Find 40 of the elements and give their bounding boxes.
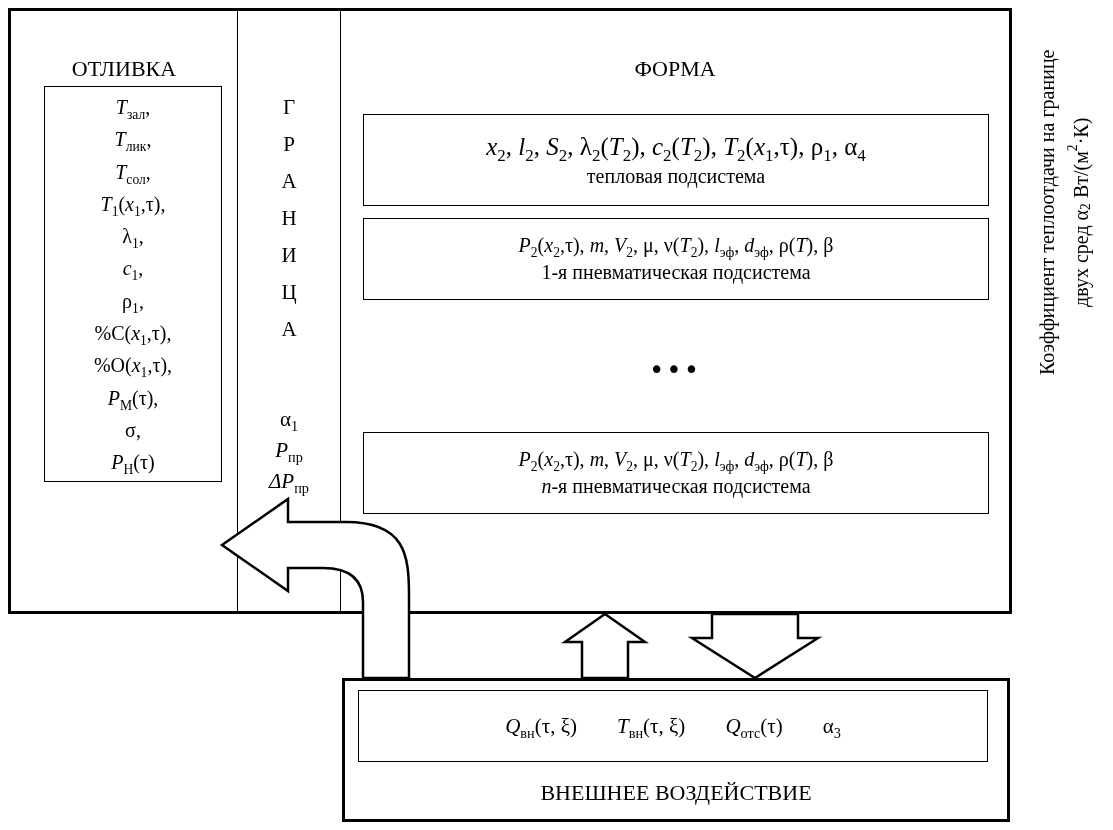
system-frame: [8, 8, 1012, 614]
parameter-box: [358, 690, 988, 762]
parameter-text: α$_{1}$: [279, 406, 299, 435]
subsystem-name: n-я пневматическая подсистема: [541, 474, 811, 500]
parameter-text: P$_{2}$(x$_{2}$,τ), m, V$_{2}$, μ, ν(T$_{2}$), l$_{эф}$, d$_{эф}$, ρ(T), β: [518, 447, 834, 473]
parameter-text: α$_{3}$: [822, 713, 841, 740]
parameter-text: %C(x$_{1}$,τ),: [94, 321, 172, 350]
subsystem-name: тепловая подсистема: [586, 163, 766, 190]
parameter-text: Q$_{вн}$(τ, ξ): [505, 713, 577, 740]
parameter-text: T$_{вн}$(τ, ξ): [617, 713, 686, 740]
parameter-text: P$_{пр}$: [275, 437, 303, 466]
influence-box: [342, 678, 1010, 822]
parameter-text: %O(x$_{1}$,τ),: [93, 353, 173, 382]
subsystem-box: [363, 432, 989, 514]
parameter-text: T$_{1}$(x$_{1}$,τ),: [100, 191, 166, 221]
section-heading: ВНЕШНЕЕ ВОЗДЕЙСТВИЕ: [540, 779, 812, 807]
parameter-text: ΔP$_{пр}$: [269, 468, 309, 497]
parameter-text: σ,: [125, 417, 141, 443]
subsystem-name: 1-я пневматическая подсистема: [541, 260, 811, 286]
parameter-text: P$_{H}$(τ): [111, 450, 155, 479]
parameter-text: T$_{зал}$,: [115, 95, 151, 124]
parameter-text: x$_{2}$, l$_{2}$, S$_{2}$, λ$_{2}$(T$_{2}$), c$_{2}$(T$_{2}$), T$_{2}$(x$_{1}$,τ), ρ$_{1}$, α$_{4}$: [486, 131, 866, 163]
parameter-text: T$_{лик}$,: [114, 127, 152, 156]
vertical-heading: ГРАНИЦА: [280, 94, 298, 343]
parameter-text: P$_{2}$(x$_{2}$,τ), m, V$_{2}$, μ, ν(T$_{2}$), l$_{эф}$, d$_{эф}$, ρ(T), β: [518, 233, 834, 259]
parameter-text: ρ$_{1}$,: [122, 288, 144, 318]
section-heading: ФОРМА: [634, 55, 716, 83]
block-arrow: [561, 612, 649, 680]
subsystem-box: [363, 114, 989, 206]
ellipsis-text: •••: [648, 355, 702, 385]
parameter-text: T$_{сол}$,: [115, 159, 151, 188]
parameter-text: Q$_{отс}$(τ): [725, 713, 783, 740]
parameter-text: c$_{1}$,: [122, 256, 144, 285]
block-arrow: [220, 497, 411, 680]
section-heading: ОТЛИВКА: [71, 55, 177, 83]
parameter-text: P$_{M}$(τ),: [107, 385, 159, 414]
parameter-box: [44, 86, 222, 482]
parameter-text: λ$_{1}$,: [122, 224, 144, 253]
subsystem-box: [363, 218, 989, 300]
block-arrow: [687, 612, 823, 680]
